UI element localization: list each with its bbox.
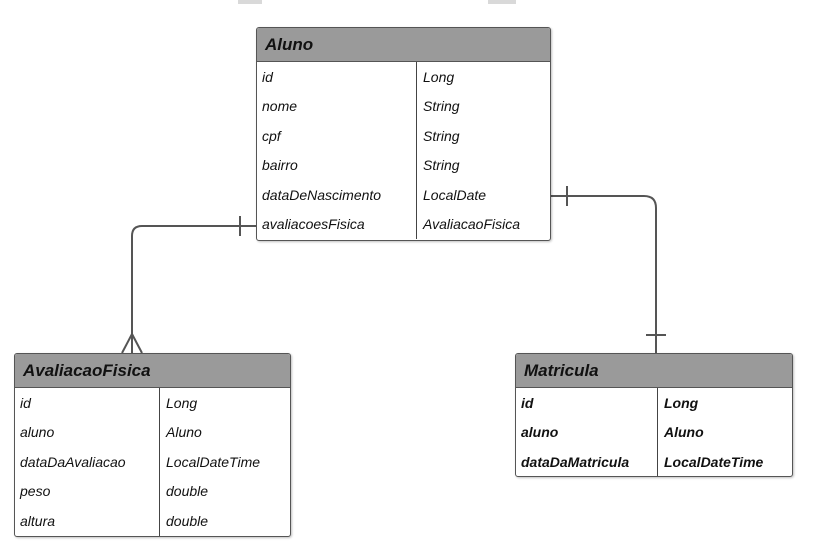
field-name: id [516,388,658,418]
entity-avaliacao-fisica[interactable]: AvaliacaoFisica id Long aluno Aluno dataDaAv… [14,353,291,537]
field-name: id [257,62,417,92]
field-type: String [423,98,460,115]
field-row: nome String [257,91,550,121]
field-name: nome [257,91,417,121]
relationship-aluno-matricula [550,186,666,353]
field-type: AvaliacaoFisica [423,216,521,233]
field-type: String [423,127,460,144]
field-type: Long [664,394,699,411]
entity-title: Matricula [516,354,792,388]
entity-matricula[interactable]: Matricula id Long aluno Aluno dataDaMatricul… [515,353,793,477]
field-row: bairro String [257,150,550,180]
field-type: double [166,512,209,529]
top-edge-remnant [488,0,516,4]
top-edge-remnant [238,0,262,4]
field-type: LocalDateTime [166,453,261,470]
field-name: dataDaAvaliacao [15,447,160,477]
field-row: peso double [15,476,290,506]
field-type: LocalDateTime [664,453,764,470]
entity-title: AvaliacaoFisica [15,354,290,388]
field-row: id Long [516,388,792,418]
field-row: avaliacoesFisica AvaliacaoFisica [257,209,550,239]
crowfoot-right [131,333,143,354]
field-name: bairro [257,150,417,180]
field-name: id [15,388,160,418]
field-type: double [166,483,209,500]
field-name: dataDeNascimento [257,180,417,210]
field-name: aluno [516,417,658,447]
field-type: String [423,157,460,174]
field-name: avaliacoesFisica [257,209,417,239]
field-type: Aluno [664,424,704,441]
field-type: Long [166,394,198,411]
field-row: aluno Aluno [15,417,290,447]
field-row: dataDeNascimento LocalDate [257,180,550,210]
field-name: aluno [15,417,160,447]
field-row: cpf String [257,121,550,151]
field-row: altura double [15,506,290,536]
entity-fields: id Long aluno Aluno dataDaMatricula LocalDate… [516,388,792,476]
field-name: peso [15,476,160,506]
crowfoot-left [121,333,133,354]
relationship-aluno-avaliacaofisica [121,216,258,354]
entity-fields: id Long aluno Aluno dataDaAvaliacao LocalDate… [15,388,290,536]
field-type: Aluno [166,424,202,441]
entity-title: Aluno [257,28,550,62]
field-row: id Long [15,388,290,418]
field-name: altura [15,506,160,536]
field-name: dataDaMatricula [516,447,658,476]
field-name: cpf [257,121,417,151]
field-row: dataDaAvaliacao LocalDateTime [15,447,290,477]
field-row: aluno Aluno [516,417,792,447]
field-type: LocalDate [423,186,487,203]
field-type: Long [423,68,455,85]
field-row: id Long [257,62,550,92]
field-row: dataDaMatricula LocalDateTime [516,447,792,476]
